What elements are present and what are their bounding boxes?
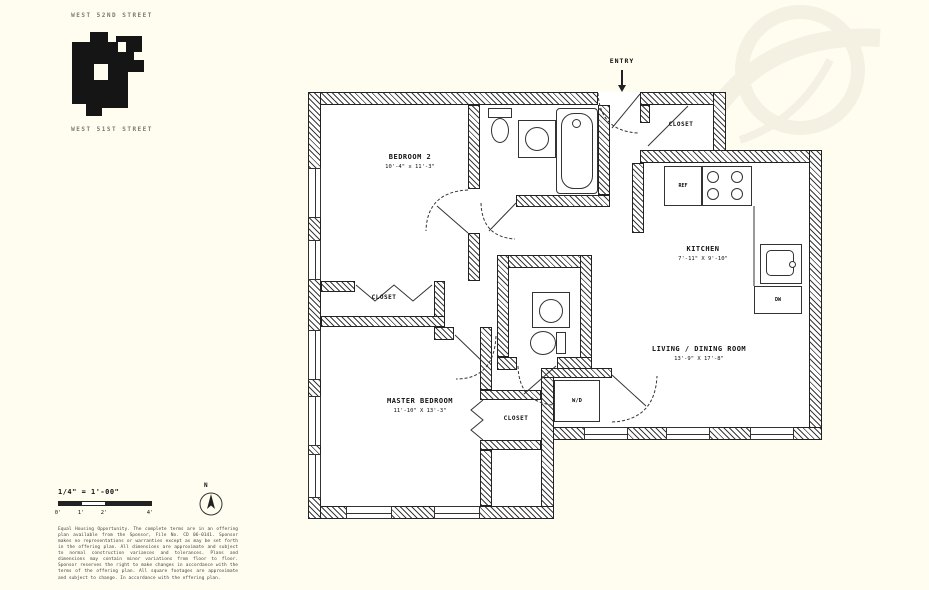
entry-arrow-head	[618, 85, 626, 92]
toilet-tank	[488, 108, 512, 118]
wall	[321, 316, 445, 327]
entry-label: ENTRY	[609, 57, 635, 65]
wall	[468, 233, 480, 281]
wall	[308, 506, 554, 519]
window	[434, 506, 480, 519]
wall	[497, 255, 509, 357]
wall	[497, 357, 517, 370]
scale-tick: 4'	[146, 510, 154, 516]
dishwasher-label: DW	[774, 297, 782, 303]
toilet-bowl	[530, 331, 556, 355]
wall	[541, 368, 612, 378]
closet-label-master: CLOSET	[503, 415, 529, 422]
wall	[580, 255, 592, 370]
room-dims-bedroom2: 10'-4" x 11'-3"	[385, 164, 435, 170]
sink-basin	[525, 127, 549, 151]
street-label-top: WEST 52ND STREET	[71, 12, 153, 19]
scale-tick: 1'	[77, 510, 85, 516]
scale-bar-segment	[105, 502, 151, 505]
window	[308, 454, 321, 498]
wall	[480, 440, 541, 450]
wall	[480, 327, 492, 390]
wall	[321, 281, 355, 292]
burner-icon	[707, 171, 719, 183]
scale-tick: 2'	[100, 510, 108, 516]
faucet-icon	[789, 261, 796, 268]
wall	[598, 105, 610, 195]
burner-icon	[707, 188, 719, 200]
wall	[640, 150, 822, 163]
street-label-bottom: WEST 51ST STREET	[71, 126, 153, 133]
window	[750, 427, 794, 440]
disclaimer-text: Equal Housing Opportunity. The complete …	[58, 527, 238, 581]
wall	[516, 195, 610, 207]
refrigerator-label: REF	[678, 183, 688, 189]
window	[308, 396, 321, 446]
north-label: N	[203, 482, 209, 489]
window	[308, 330, 321, 380]
sink-basin	[539, 299, 563, 323]
window	[346, 506, 392, 519]
window	[666, 427, 710, 440]
wall	[541, 368, 554, 519]
wall	[809, 150, 822, 440]
room-dims-master: 11'-10" X 13'-3"	[393, 408, 447, 414]
window	[308, 240, 321, 280]
room-label-kitchen: KITCHEN	[686, 245, 720, 253]
room-dims-kitchen: 7'-11" X 9'-10"	[678, 256, 728, 262]
wall	[713, 92, 726, 163]
toilet-tank	[556, 332, 566, 354]
north-compass-icon	[199, 492, 223, 516]
room-label-master: MASTER BEDROOM	[386, 397, 454, 405]
wall	[480, 450, 492, 506]
room-label-bedroom2: BEDROOM 2	[388, 153, 432, 161]
toilet-bowl	[491, 118, 509, 143]
wall	[308, 92, 598, 105]
scale-tick: 0'	[54, 510, 62, 516]
washer-dryer-label: W/D	[572, 398, 582, 404]
building-keymap	[72, 32, 144, 116]
window	[308, 168, 321, 218]
wall	[468, 105, 480, 189]
scale-bar-segment	[59, 502, 82, 505]
room-dims-living: 13'-9" X 17'-8"	[674, 356, 724, 362]
wall	[640, 105, 650, 123]
wall	[497, 255, 592, 268]
washer-dryer: W/D	[554, 380, 600, 422]
dishwasher: DW	[754, 286, 802, 314]
wall	[640, 92, 726, 105]
entry-arrow	[621, 70, 623, 85]
scale-bar	[58, 501, 152, 506]
room-label-living: LIVING / DINING ROOM	[651, 345, 747, 353]
wall	[480, 390, 541, 400]
closet-label-entry: CLOSET	[668, 121, 694, 128]
wall	[632, 163, 644, 233]
window	[584, 427, 628, 440]
wall	[434, 327, 454, 340]
burner-icon	[731, 188, 743, 200]
scale-label: 1/4" = 1'-00"	[58, 488, 120, 496]
refrigerator: REF	[664, 166, 702, 206]
bathtub-drain	[572, 119, 581, 128]
burner-icon	[731, 171, 743, 183]
closet-label-bedroom2: CLOSET	[371, 294, 397, 301]
